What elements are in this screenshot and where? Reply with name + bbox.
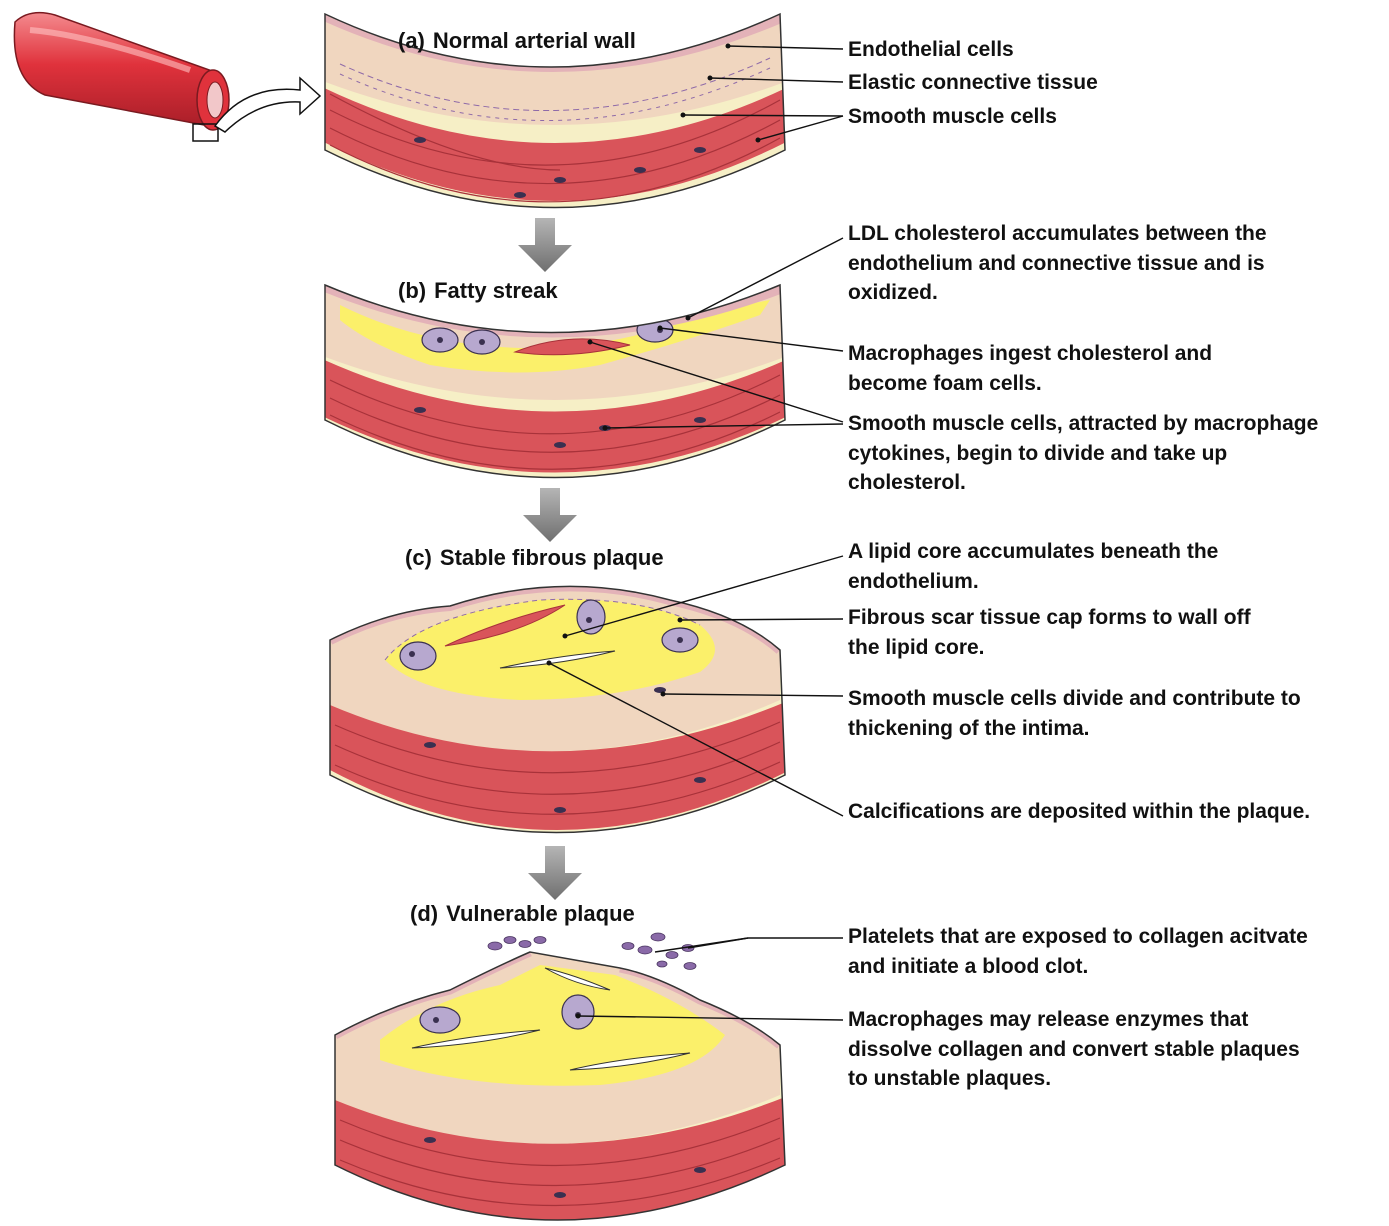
label-intima-thickening: Smooth muscle cells divide and contribut… [848, 684, 1301, 743]
label-fibrous-cap: Fibrous scar tissue cap forms to wall of… [848, 603, 1251, 662]
panel-b-title: (b)Fatty streak [398, 278, 558, 304]
foam-cell [420, 1007, 460, 1033]
label-platelets: Platelets that are exposed to collagen a… [848, 922, 1308, 981]
panel-d-title: (d)Vulnerable plaque [410, 901, 635, 927]
label-smooth-muscle-divide: Smooth muscle cells, attracted by macrop… [848, 409, 1318, 498]
label-endothelial-cells: Endothelial cells [848, 35, 1014, 65]
label-macrophage-enzymes: Macrophages may release enzymes that dis… [848, 1005, 1300, 1094]
label-macrophages-foam-cells: Macrophages ingest cholesterol and becom… [848, 339, 1212, 398]
label-ldl-cholesterol: LDL cholesterol accumulates between the … [848, 219, 1267, 308]
step-arrow-a-b [518, 218, 572, 272]
foam-cell [400, 642, 436, 670]
label-elastic-connective-tissue: Elastic connective tissue [848, 68, 1098, 98]
zoom-arrow [215, 78, 320, 132]
panel-d-tissue [330, 940, 790, 1226]
label-smooth-muscle-cells: Smooth muscle cells [848, 102, 1057, 132]
panel-c-title: (c)Stable fibrous plaque [405, 545, 664, 571]
panel-c-tissue [320, 586, 790, 890]
panel-a-title: (a)Normal arterial wall [398, 28, 636, 54]
label-calcifications: Calcifications are deposited within the … [848, 797, 1310, 827]
step-arrow-b-c [523, 488, 577, 542]
label-lipid-core: A lipid core accumulates beneath the end… [848, 537, 1218, 596]
blood-vessel-illustration [14, 13, 320, 141]
step-arrow-c-d [528, 846, 582, 900]
foam-cell [637, 318, 673, 342]
